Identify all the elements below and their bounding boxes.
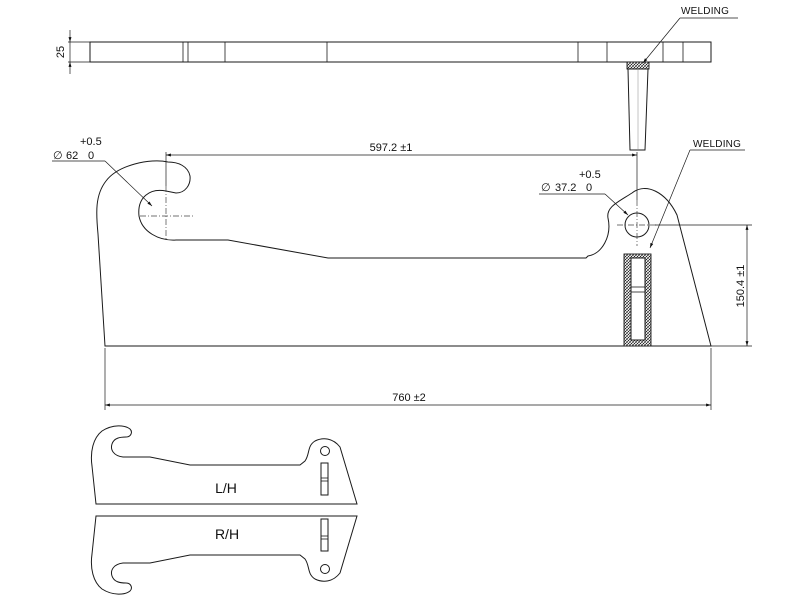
top-plate [89,41,712,63]
pin-diameter-tol-upper: +0.5 [579,169,601,181]
rh-plate-outline [90,515,358,595]
overall-length-dimension: 760 ±2 [104,348,712,410]
lh-plate-outline [90,425,358,505]
hook-plate-outline [96,160,712,347]
pin-diameter-symbol: ∅ [541,182,551,194]
top-plate-section-lines [182,42,684,62]
hook-diameter-tol-lower: 0 [88,150,94,162]
thickness-label: 25 [55,46,67,58]
main-view: 597.2 ±1 ∅ 62 +0.5 0 ∅ 37.2 +0.5 0 WELDI… [52,136,752,410]
lh-slot [320,462,329,496]
left-hand-variant: L/H [90,425,358,505]
pin-diameter-value: 37.2 [555,182,576,194]
rh-slot [320,518,329,552]
main-welding-label: WELDING [693,139,741,150]
top-weld-bead [626,61,650,70]
height-dimension: 150.4 ±1 [655,224,752,347]
center-distance-label: 597.2 ±1 [370,142,413,154]
hook-diameter-callout: ∅ 62 +0.5 0 [52,136,153,207]
lh-label: L/H [215,480,237,496]
hook-diameter-value: 62 [66,150,78,162]
thickness-dimension: 25 [55,30,90,74]
overall-length-label: 760 ±2 [392,392,426,404]
rh-label: R/H [215,526,239,542]
center-distance-dimension: 597.2 ±1 [165,142,638,200]
right-hand-variant: R/H [90,515,358,595]
main-welding-callout: WELDING [649,139,745,249]
hook-diameter-tol-upper: +0.5 [80,136,102,148]
rh-hole-lower [320,564,330,574]
top-view: 25 WELDING [55,6,738,151]
top-welding-callout: WELDING [642,6,738,64]
pin-diameter-callout: ∅ 37.2 +0.5 0 [539,169,629,216]
lh-hole-upper [320,446,330,456]
height-label: 150.4 ±1 [735,265,747,308]
pin-diameter-tol-lower: 0 [586,182,592,194]
top-welding-label: WELDING [681,6,729,17]
hook-diameter-symbol: ∅ [53,150,63,162]
weld-insert-inner [630,257,646,341]
